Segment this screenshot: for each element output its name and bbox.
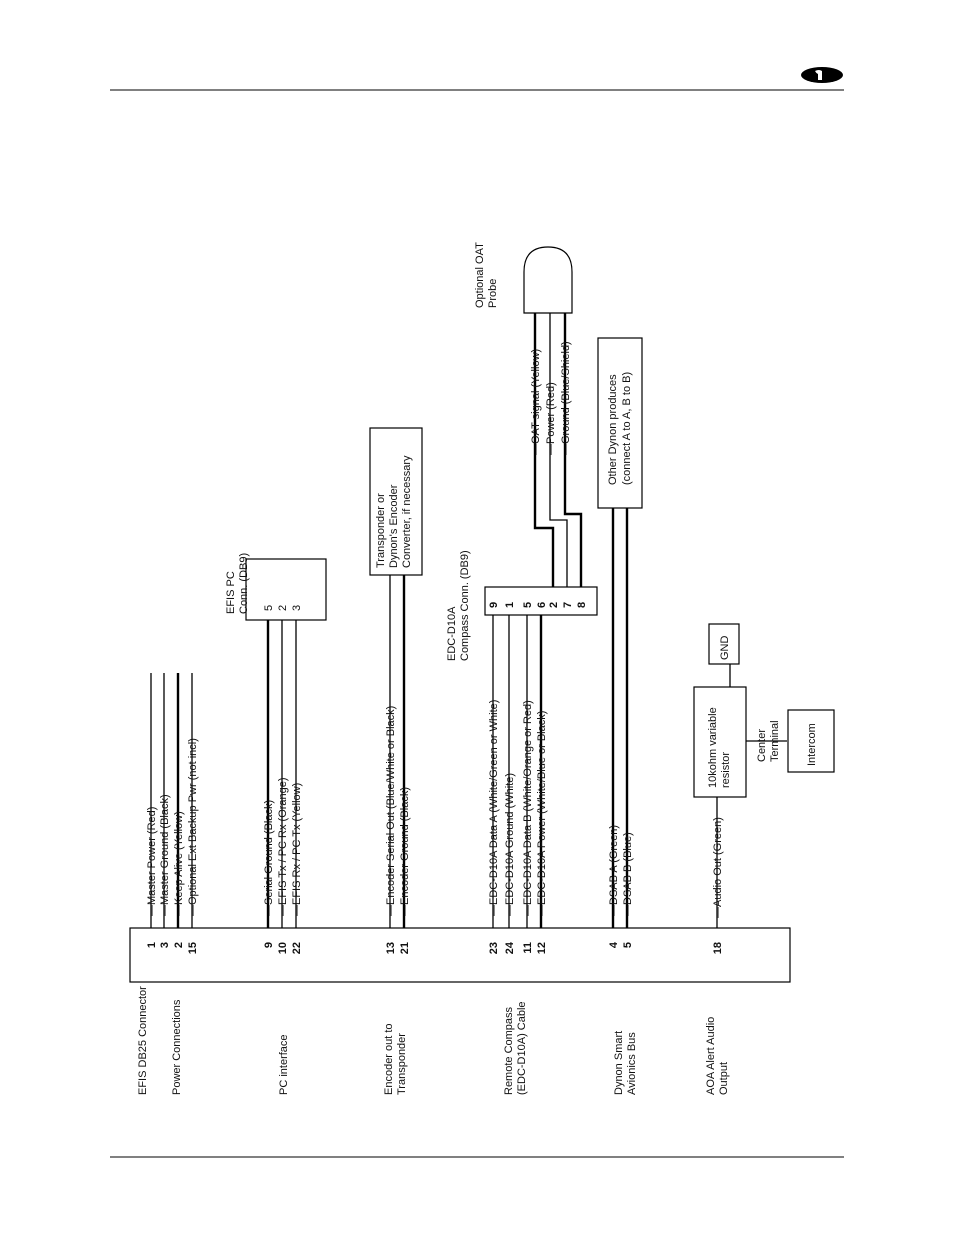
group-label-3-line-2: Transponder bbox=[396, 1033, 408, 1095]
pin-21-wire-label: —Encoder Ground (Black) bbox=[399, 787, 411, 916]
other-dynon-products-label-line-2: (connect A to A, B to B) bbox=[621, 372, 633, 485]
pin-22-wire-label: —EFIS Rx / PC Tx (Yellow) bbox=[291, 783, 303, 916]
pin-11-wire-label: —EDC-D10A Data B (White/Orange or Red) bbox=[522, 700, 534, 916]
pin-3-wire-label: —Master Ground (Black) bbox=[159, 794, 171, 916]
audio-wires bbox=[716, 664, 787, 928]
pin-24-wire-label: —EDC-D10A Ground (White) bbox=[504, 773, 516, 916]
pin-2-number: 2 bbox=[173, 942, 185, 948]
gnd-box bbox=[708, 623, 740, 665]
group-label-6-line-2: Output bbox=[718, 1062, 730, 1095]
transponder-label-line-1: Transponder or bbox=[375, 493, 387, 568]
pin-2-wire-label: —Keep Alive (Yellow) bbox=[173, 811, 185, 916]
pin-1-number: 1 bbox=[146, 942, 158, 948]
pin-12-wire-label: —EDC-D10A Power (White/Blue or Black) bbox=[536, 711, 548, 916]
pin-13-wire-label: —Encoder Serial Out (Blue/White or Black… bbox=[385, 706, 397, 916]
pin-18-wire-label: —Audio Out (Green) bbox=[712, 817, 724, 918]
oat-wire-label-1: —OAT signal (Yellow) bbox=[530, 349, 542, 455]
pin-23-number: 23 bbox=[488, 942, 500, 954]
pin-10-number: 10 bbox=[277, 942, 289, 954]
gnd-label: GND bbox=[719, 636, 731, 661]
oat-probe-icon bbox=[523, 246, 573, 314]
resistor-label-line-1: 10kohm variable bbox=[707, 707, 719, 788]
pin-9-number: 9 bbox=[263, 942, 275, 948]
dsab-wires bbox=[611, 508, 629, 928]
pc-wires bbox=[266, 620, 297, 928]
pin-5-number: 5 bbox=[622, 942, 634, 948]
pin-18-number: 18 bbox=[712, 942, 724, 954]
compass-conn-title-line-2: Compass Conn. (DB9) bbox=[459, 550, 471, 661]
group-label-3-line-1: Encoder out to bbox=[383, 1023, 395, 1095]
transponder-box bbox=[369, 427, 423, 576]
pin-15-number: 15 bbox=[187, 942, 199, 954]
group-label-5-line-1: Dynon Smart bbox=[613, 1031, 625, 1095]
compass-conn-pin-1: 1 bbox=[504, 602, 516, 608]
group-label-4-line-1: Remote Compass bbox=[503, 1006, 515, 1095]
pin-11-number: 11 bbox=[522, 942, 534, 954]
pin-1-wire-label: —Master Power (Red) bbox=[146, 807, 158, 916]
compass-conn-pin-6: 6 bbox=[536, 602, 548, 608]
resistor-label-line-2: resistor bbox=[720, 752, 732, 788]
db25-title: EFIS DB25 Connector bbox=[137, 986, 149, 1095]
pin-12-number: 12 bbox=[536, 942, 548, 954]
pc-conn-title-line-2: Conn. (DB9) bbox=[238, 553, 250, 614]
oat-wires bbox=[533, 313, 583, 587]
other-dynon-products-label-line-1: Other Dynon produces bbox=[607, 374, 619, 485]
pc-conn-title-line-1: EFIS PC bbox=[225, 571, 237, 614]
pc-conn-pin-5: 5 bbox=[263, 605, 275, 611]
oat-title-line-2: Probe bbox=[487, 279, 499, 308]
pc-conn-pin-2: 2 bbox=[277, 605, 289, 611]
encoder-wires bbox=[389, 575, 406, 928]
pin-3-number: 3 bbox=[159, 942, 171, 948]
pin-22-number: 22 bbox=[291, 942, 303, 954]
other-dynon-products-box bbox=[597, 337, 643, 509]
compass-conn-title-line-1: EDC-D10A bbox=[446, 606, 458, 661]
oat-wire-label-3: —Ground (Blue/Shield) bbox=[560, 341, 572, 455]
center-terminal-label-line-1: Center bbox=[756, 729, 768, 762]
group-label-1-line-1: Power Connections bbox=[171, 999, 183, 1095]
pc-conn-pin-3: 3 bbox=[291, 605, 303, 611]
compass-conn-pin-8: 8 bbox=[576, 602, 588, 608]
compass-conn-pin-2: 2 bbox=[548, 602, 560, 608]
compass-wires bbox=[492, 615, 543, 928]
pin-23-wire-label: —EDC-D10A Data A (White/Green or White) bbox=[488, 700, 500, 916]
power-wires bbox=[150, 673, 193, 928]
group-label-2-line-1: PC interface bbox=[278, 1034, 290, 1095]
oat-title-line-1: Optional OAT bbox=[474, 242, 486, 308]
compass-conn-pin-7: 7 bbox=[562, 602, 574, 608]
pin-13-number: 13 bbox=[385, 942, 397, 954]
diagram-labels: EFIS DB25 Connector Power Connections 1 —Ma… bbox=[137, 242, 818, 1095]
pin-9-wire-label: —Serial Ground (Black) bbox=[263, 800, 275, 916]
group-label-4-line-2: (EDC-D10A) Cable bbox=[516, 1001, 528, 1095]
dynon-logo-icon bbox=[801, 67, 843, 83]
pin-4-wire-label: —DSAB A (Green) bbox=[608, 825, 620, 916]
pin-10-wire-label: —EFIS Tx / PC Rx (Orange) bbox=[277, 777, 289, 916]
group-label-5-line-2: Avionics Bus bbox=[626, 1032, 638, 1095]
compass-conn-pin-9: 9 bbox=[488, 602, 500, 608]
efis-pc-conn-box bbox=[245, 558, 327, 621]
pin-24-number: 24 bbox=[504, 941, 516, 954]
compass-conn-pin-5: 5 bbox=[522, 602, 534, 608]
pin-21-number: 21 bbox=[399, 942, 411, 954]
resistor-box bbox=[693, 686, 747, 798]
center-terminal-label-line-2: Terminal bbox=[769, 720, 781, 762]
db25-connector-body bbox=[129, 927, 791, 983]
group-label-6-line-1: AOA Alert Audio bbox=[705, 1017, 717, 1095]
intercom-box bbox=[787, 709, 835, 773]
pin-15-wire-label: —Optional Ext Backup Pwr (not incl) bbox=[187, 738, 199, 916]
pin-4-number: 4 bbox=[608, 941, 620, 948]
oat-wire-label-2: —Power (Red) bbox=[545, 382, 557, 455]
intercom-label: Intercom bbox=[806, 723, 818, 766]
transponder-label-line-2: Dynon's Encoder bbox=[388, 484, 400, 568]
pin-5-wire-label: —DSAB B (Blue) bbox=[622, 832, 634, 916]
compass-conn-box bbox=[484, 586, 598, 616]
transponder-label-line-3: Converter, if necessary bbox=[401, 455, 413, 568]
